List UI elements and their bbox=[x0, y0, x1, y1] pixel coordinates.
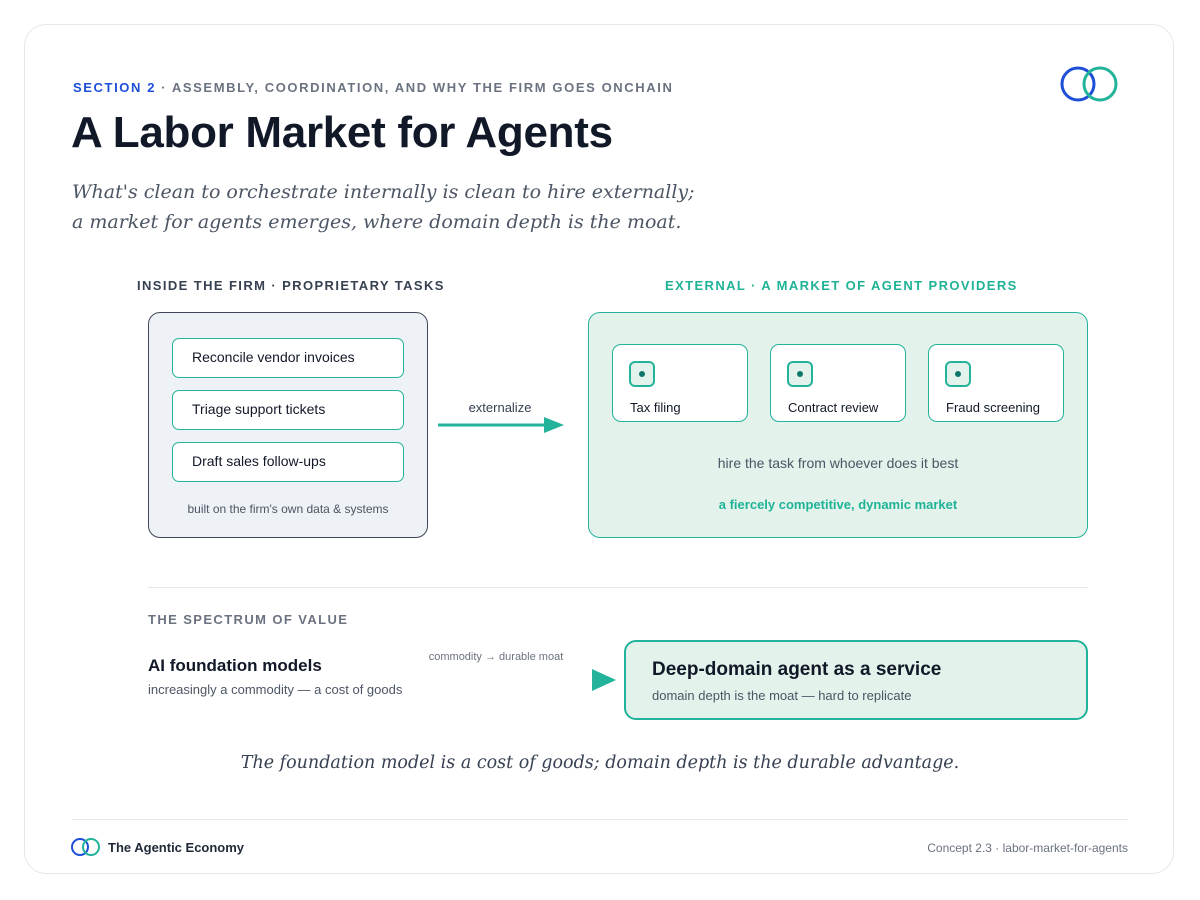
subtitle-line-1: What's clean to orchestrate internally i… bbox=[72, 181, 695, 203]
spectrum-arrow-label: commodity → durable moat bbox=[428, 651, 564, 663]
closing-statement: The foundation model is a cost of goods;… bbox=[240, 753, 960, 773]
provider-name: Tax filing bbox=[630, 400, 681, 415]
task-draft-followups: Draft sales follow-ups bbox=[172, 442, 404, 482]
inside-firm-note: built on the firm's own data & systems bbox=[187, 502, 389, 516]
deep-domain-subtitle: domain depth is the moat — hard to repli… bbox=[652, 688, 912, 703]
footer-concept-id: Concept 2.3 · labor-market-for-agents bbox=[927, 841, 1128, 855]
agent-chip-icon bbox=[629, 361, 655, 387]
provider-card-fraud-screening: Fraud screening bbox=[928, 344, 1064, 422]
foundation-models-title: AI foundation models bbox=[148, 656, 322, 675]
provider-card-contract-review: Contract review bbox=[770, 344, 906, 422]
provider-card-tax-filing: Tax filing bbox=[612, 344, 748, 422]
section-number: SECTION 2 bbox=[73, 80, 157, 95]
provider-name: Fraud screening bbox=[946, 400, 1040, 415]
section-title: · ASSEMBLY, COORDINATION, AND WHY THE FI… bbox=[156, 80, 674, 95]
gradient-arrow-right-icon bbox=[380, 669, 616, 691]
spectrum-label: THE SPECTRUM OF VALUE bbox=[148, 612, 349, 627]
subtitle-line-2: a market for agents emerges, where domai… bbox=[72, 211, 682, 233]
footer-brand: The Agentic Economy bbox=[108, 840, 245, 855]
inside-firm-label: INSIDE THE FIRM · PROPRIETARY TASKS bbox=[137, 278, 445, 293]
footer-divider bbox=[72, 819, 1128, 820]
hire-note: hire the task from whoever does it best bbox=[717, 455, 959, 471]
deep-domain-title: Deep-domain agent as a service bbox=[652, 659, 942, 680]
foundation-models-subtitle: increasingly a commodity — a cost of goo… bbox=[148, 682, 403, 697]
task-triage-tickets: Triage support tickets bbox=[172, 390, 404, 430]
arrow-right-icon bbox=[438, 417, 564, 433]
deep-domain-agent-box: Deep-domain agent as a service domain de… bbox=[624, 640, 1088, 720]
externalize-label: externalize bbox=[468, 400, 532, 415]
provider-name: Contract review bbox=[788, 400, 879, 415]
section-eyebrow: SECTION 2 · ASSEMBLY, COORDINATION, AND … bbox=[73, 80, 673, 95]
page-title: A Labor Market for Agents bbox=[71, 108, 613, 157]
external-market-label: EXTERNAL · A MARKET OF AGENT PROVIDERS bbox=[665, 278, 1018, 293]
agent-chip-icon bbox=[787, 361, 813, 387]
interlocking-rings-icon bbox=[71, 838, 100, 856]
interlocking-rings-icon bbox=[1060, 66, 1118, 102]
section-divider bbox=[148, 587, 1088, 588]
market-note: a fiercely competitive, dynamic market bbox=[718, 497, 958, 512]
page-subtitle: What's clean to orchestrate internally i… bbox=[72, 177, 772, 237]
task-reconcile-invoices: Reconcile vendor invoices bbox=[172, 338, 404, 378]
agent-chip-icon bbox=[945, 361, 971, 387]
